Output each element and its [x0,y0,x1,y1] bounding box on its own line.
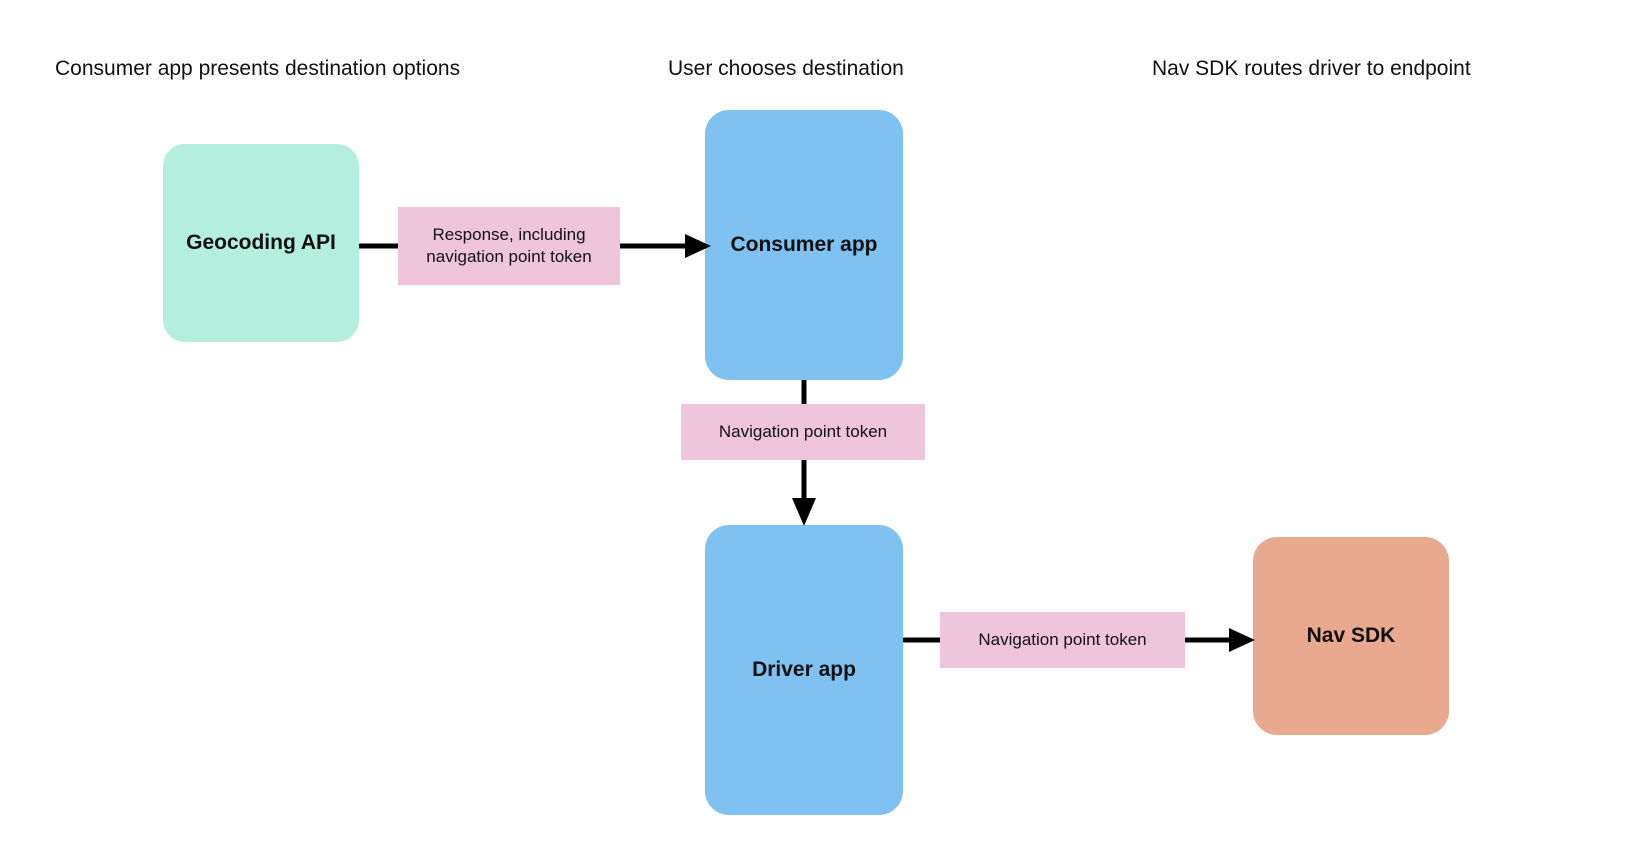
node-geocoding-api[interactable]: Geocoding API [163,144,359,342]
edge-label-text-nav-token-horizontal: Navigation point token [978,629,1147,649]
node-label-geocoding-api: Geocoding API [186,231,336,254]
edge-label-navigation-point-token-vertical: Navigation point token [681,404,925,460]
node-driver-app[interactable]: Driver app [705,525,903,815]
edge-label-text-response: Response, including navigation point tok… [426,224,592,266]
edge-label-navigation-point-token-horizontal: Navigation point token [940,612,1185,668]
node-label-driver-app: Driver app [752,658,856,681]
node-nav-sdk[interactable]: Nav SDK [1253,537,1449,735]
column-header-user: User chooses destination [668,57,904,80]
node-label-consumer-app: Consumer app [730,233,878,256]
node-label-nav-sdk: Nav SDK [1306,624,1396,647]
node-consumer-app[interactable]: Consumer app [705,110,903,380]
column-header-consumer: Consumer app presents destination option… [55,57,461,80]
column-header-navsdk: Nav SDK routes driver to endpoint [1152,57,1471,80]
edge-label-response-including-token: Response, including navigation point tok… [398,207,620,285]
edge-label-text-nav-token-vertical: Navigation point token [718,421,888,441]
